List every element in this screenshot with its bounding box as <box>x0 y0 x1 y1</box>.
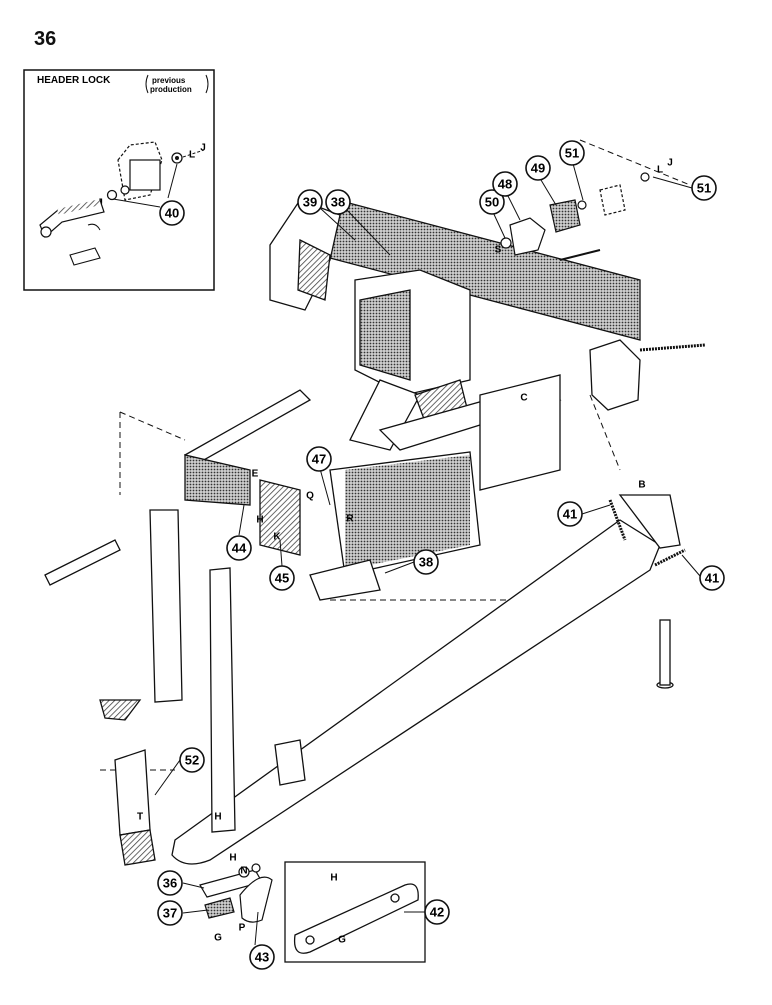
callout-circle <box>525 155 551 181</box>
header-frame <box>183 197 641 601</box>
inset-paren-line2: production <box>150 85 192 94</box>
reference-letters: S L J C B E H K Q R T H H N G P H G <box>137 158 673 946</box>
inset-title: HEADER LOCK <box>37 75 111 86</box>
page-number: 36 <box>34 28 57 50</box>
callout-c41b: 41 <box>699 565 725 591</box>
callout-circle <box>157 870 183 896</box>
callout-circle <box>297 189 323 215</box>
letter-h: H <box>256 515 263 526</box>
callout-circle <box>157 900 183 926</box>
callout-c38a: 38 <box>325 189 351 215</box>
callout-circle <box>492 171 518 197</box>
letter-j: J <box>667 158 673 169</box>
callout-circle <box>413 549 439 575</box>
callout-c47: 47 <box>306 446 332 472</box>
callout-40-inset: 40 <box>159 200 185 226</box>
callout-label: 47 <box>312 452 326 467</box>
callout-c52: 52 <box>179 747 205 773</box>
callout-c45: 45 <box>269 565 295 591</box>
callout-c49: 49 <box>525 155 551 181</box>
letter-h4: H <box>330 873 337 884</box>
letter-h2: H <box>214 812 221 823</box>
callout-circle <box>249 944 275 970</box>
callout-circle <box>226 535 252 561</box>
letter-s: S <box>495 245 502 256</box>
callout-label: 38 <box>419 555 433 570</box>
letter-b: B <box>638 480 645 491</box>
letter-p: P <box>239 923 246 934</box>
letter-l: L <box>657 165 663 176</box>
hitch-tongue <box>44 494 681 963</box>
letter-g: G <box>214 933 222 944</box>
letter-g2: G <box>338 935 346 946</box>
callout-label: 45 <box>275 571 289 586</box>
letter-e: E <box>252 469 259 480</box>
callout-label: 48 <box>498 177 512 192</box>
callout-circle <box>424 899 450 925</box>
callout-c43: 43 <box>249 944 275 970</box>
letter-c: C <box>520 393 527 404</box>
callout-circle <box>559 140 585 166</box>
callout-label: 37 <box>163 906 177 921</box>
letter-r: R <box>346 514 354 525</box>
latch-parts <box>500 172 706 352</box>
letter-t: T <box>137 812 143 823</box>
callout-c51b: 51 <box>691 175 717 201</box>
callout-label: 43 <box>255 950 269 965</box>
callout-label: 49 <box>531 161 545 176</box>
callout-c44: 44 <box>226 535 252 561</box>
letter-q: Q <box>306 491 314 502</box>
callout-c36: 36 <box>157 870 183 896</box>
callout-label: 38 <box>331 195 345 210</box>
reference-lines <box>100 139 691 771</box>
callout-40-label: 40 <box>165 206 179 221</box>
callout-label: 41 <box>563 507 577 522</box>
callout-circle <box>306 446 332 472</box>
callout-label: 42 <box>430 905 444 920</box>
inset-letter-j: J <box>200 143 206 154</box>
springs <box>608 499 686 567</box>
callout-label: 51 <box>565 146 579 161</box>
inset-letter-l: L <box>189 150 195 161</box>
callout-circle <box>557 501 583 527</box>
header-lock-inset: HEADER LOCK previous production L J J <box>23 69 215 291</box>
callout-label: 51 <box>697 181 711 196</box>
callout-c38b: 38 <box>413 549 439 575</box>
letter-n: N <box>240 866 247 877</box>
callout-circle <box>479 189 505 215</box>
callout-label: 39 <box>303 195 317 210</box>
callout-label: 41 <box>705 571 719 586</box>
callout-c37: 37 <box>157 900 183 926</box>
callout-c51a: 51 <box>559 140 585 166</box>
chain-parts <box>199 863 273 923</box>
callout-c41a: 41 <box>557 501 583 527</box>
callout-circle <box>325 189 351 215</box>
callout-label: 44 <box>232 541 247 556</box>
callout-circle <box>179 747 205 773</box>
callout-circle <box>691 175 717 201</box>
callout-c39: 39 <box>297 189 323 215</box>
callout-c42: 42 <box>424 899 450 925</box>
callout-bubbles: 39 38 50 48 49 51 51 47 44 45 38 41 41 52 36 37 43 42 <box>157 140 725 970</box>
callout-c48: 48 <box>492 171 518 197</box>
callout-circle <box>699 565 725 591</box>
callout-label: 36 <box>163 876 177 891</box>
callout-c50: 50 <box>479 189 505 215</box>
letter-k: K <box>273 532 281 543</box>
callout-label: 50 <box>485 195 499 210</box>
callout-circle <box>269 565 295 591</box>
inset-paren-line1: previous <box>152 76 186 85</box>
callout-label: 52 <box>185 753 199 768</box>
letter-h3: H <box>229 853 236 864</box>
